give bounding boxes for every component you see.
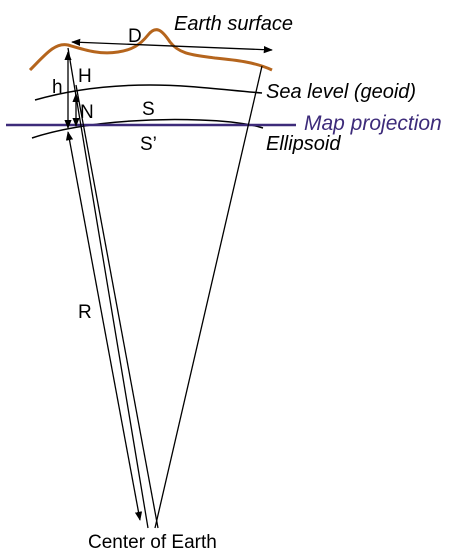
label-ellipsoid: Ellipsoid — [266, 133, 341, 155]
label-map-projection: Map projection — [304, 112, 442, 135]
label-S-prime: S’ — [140, 134, 157, 155]
label-R: R — [78, 302, 92, 323]
label-h: h — [52, 77, 63, 98]
sea-level-line — [34, 84, 263, 101]
right-ray — [154, 65, 263, 529]
label-earth-surface: Earth surface — [174, 13, 293, 35]
label-H: H — [78, 66, 92, 87]
R-arrow — [65, 131, 143, 521]
label-sea-level: Sea level (geoid) — [266, 81, 416, 103]
D-arrow — [71, 38, 273, 54]
label-center-of-earth: Center of Earth — [88, 532, 217, 552]
label-D: D — [128, 26, 142, 47]
label-S: S — [142, 99, 155, 120]
earth-surface-line — [28, 28, 273, 72]
label-N: N — [80, 102, 94, 123]
